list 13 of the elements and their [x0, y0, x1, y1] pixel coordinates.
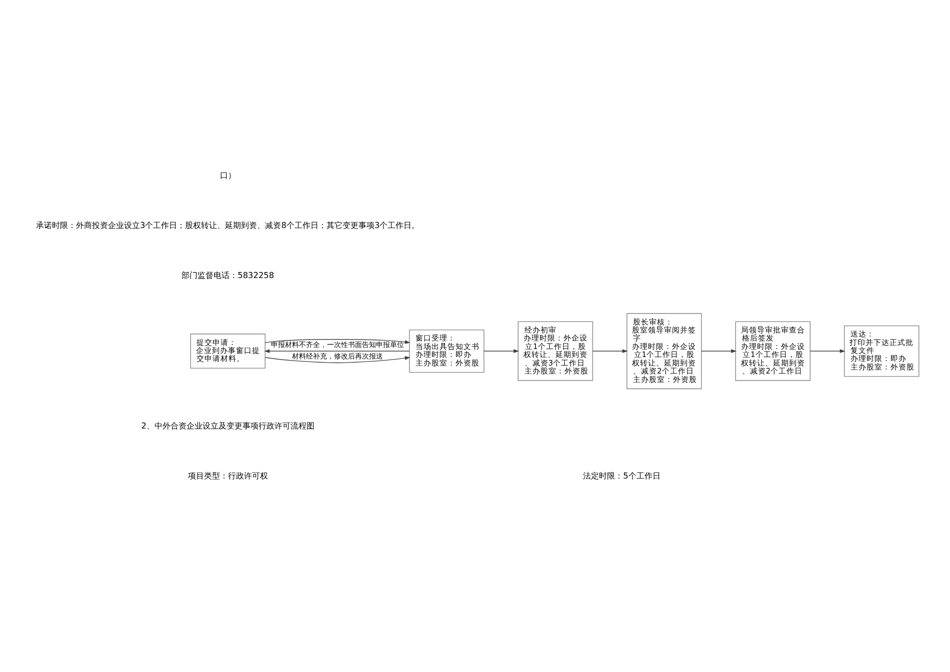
arrow [484, 349, 520, 354]
label: 项目类型：行政许可权 [188, 470, 268, 480]
label: 承诺时限：外商投资企业设立3个工作日；股权转让、延期到资、减资8个工作日；其它变更事项3个工作日。 [36, 220, 420, 230]
label: 部门监督电话：5832258 [182, 270, 274, 280]
label: 法定时限：5个工作日 [583, 470, 660, 480]
arrow [264, 339, 410, 344]
label: 口） [220, 170, 236, 180]
arrow [264, 349, 410, 354]
arrow [592, 349, 628, 354]
arrow [810, 349, 846, 354]
arrow [264, 356, 410, 364]
arrow [701, 349, 737, 354]
label: 2、中外合资企业设立及变更事项行政许可流程图 [141, 420, 314, 430]
